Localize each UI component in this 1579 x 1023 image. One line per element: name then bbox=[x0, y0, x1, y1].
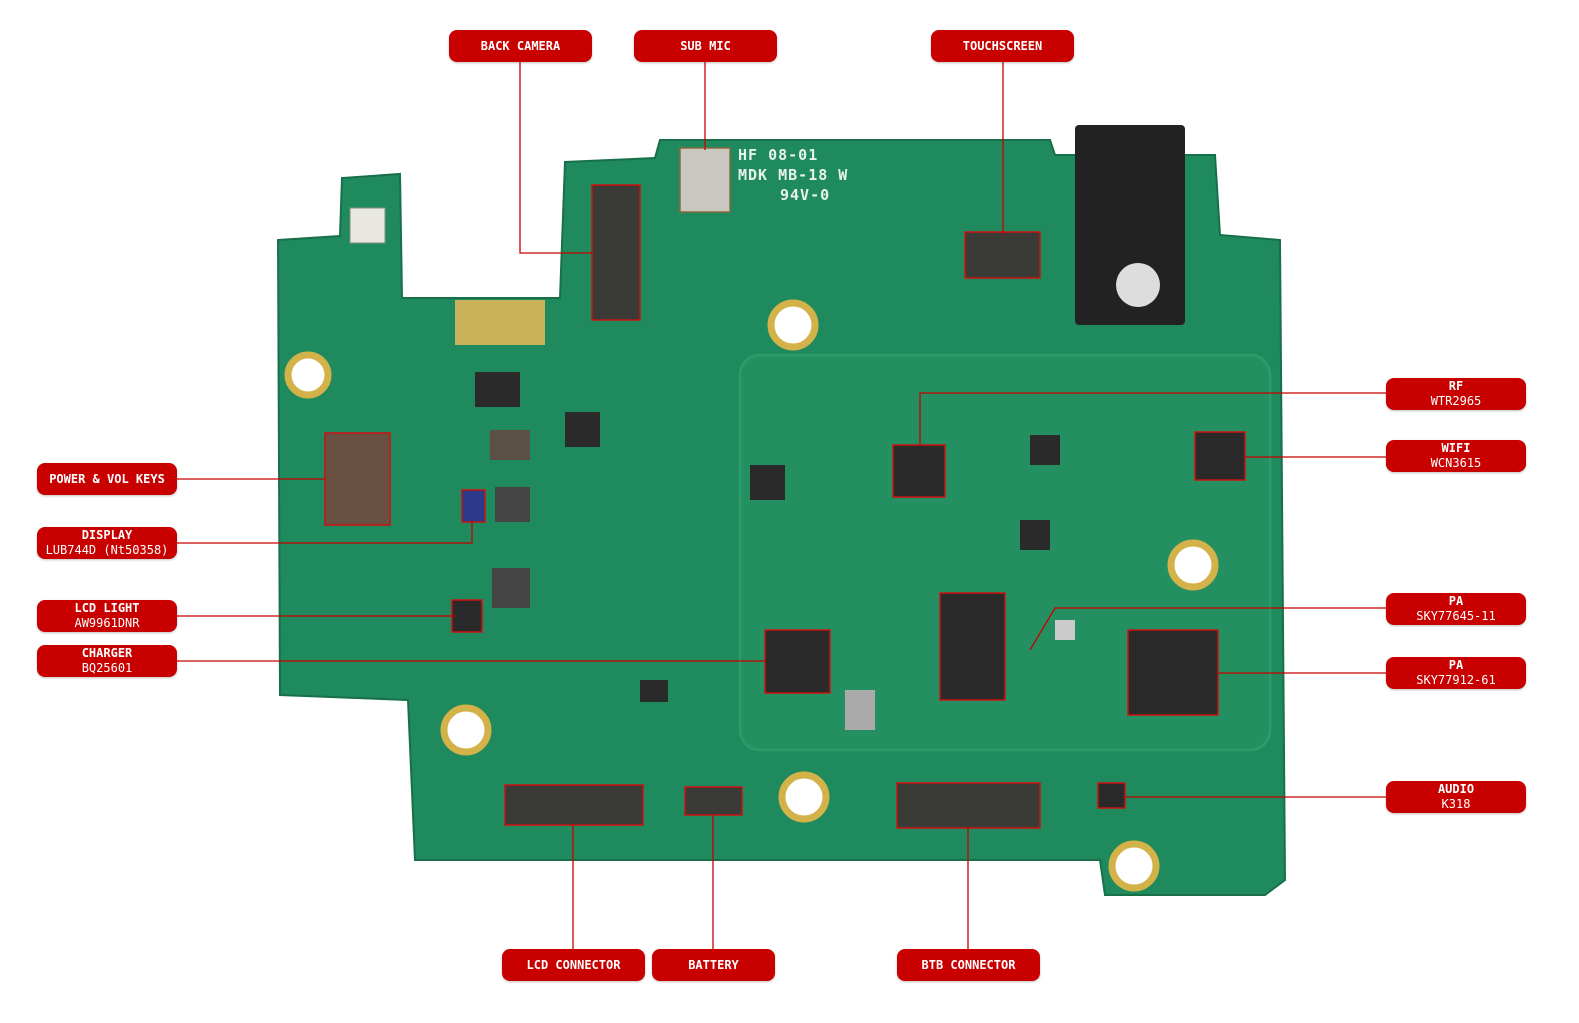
label-part: WCN3615 bbox=[1430, 456, 1482, 470]
btb-connector bbox=[896, 782, 1041, 829]
label-part: WTR2965 bbox=[1430, 394, 1482, 408]
rf-chip bbox=[892, 444, 946, 498]
label-part: SKY77912-61 bbox=[1416, 673, 1496, 687]
label-title: RF bbox=[1448, 379, 1464, 393]
silkscreen-line: 94V-0 bbox=[780, 186, 831, 204]
sub-mic bbox=[679, 147, 731, 213]
label-title: TOUCHSCREEN bbox=[962, 38, 1043, 53]
flash-led bbox=[349, 207, 386, 244]
lcd-light-chip bbox=[451, 599, 483, 633]
label-title: BACK CAMERA bbox=[480, 38, 561, 53]
gold-pad bbox=[455, 300, 545, 345]
board-silkscreen: HF 08-01 MDK MB-18 W 94V-0 bbox=[738, 145, 848, 205]
label-battery: BATTERY bbox=[652, 949, 775, 981]
jack-opening bbox=[1116, 263, 1160, 307]
label-title: LCD LIGHT bbox=[74, 601, 140, 615]
charger-chip bbox=[764, 629, 831, 694]
leader-lines bbox=[177, 62, 1386, 949]
label-touchscreen: TOUCHSCREEN bbox=[931, 30, 1074, 62]
label-back-camera: BACK CAMERA bbox=[449, 30, 592, 62]
power-keys-connector bbox=[324, 432, 391, 526]
battery-connector bbox=[684, 786, 743, 816]
misc-components bbox=[475, 372, 1075, 730]
mounting-holes bbox=[284, 299, 1219, 892]
label-part: BQ25601 bbox=[81, 661, 133, 675]
label-title: WIFI bbox=[1441, 441, 1471, 455]
silkscreen-line: MDK MB-18 W bbox=[738, 166, 849, 184]
label-title: PA bbox=[1448, 658, 1464, 672]
label-btb-connector: BTB CONNECTOR bbox=[897, 949, 1040, 981]
label-part: AW9961DNR bbox=[74, 616, 140, 630]
label-power-vol-keys: POWER & VOL KEYS bbox=[37, 463, 177, 495]
label-title: POWER & VOL KEYS bbox=[49, 471, 165, 486]
label-title: AUDIO bbox=[1437, 782, 1475, 796]
pa1-chip bbox=[939, 592, 1006, 701]
label-title: LCD CONNECTOR bbox=[526, 957, 621, 972]
touchscreen-connector bbox=[964, 231, 1041, 279]
wifi-chip bbox=[1194, 431, 1246, 481]
label-title: BTB CONNECTOR bbox=[921, 957, 1016, 972]
display-chip bbox=[461, 489, 486, 523]
label-title: CHARGER bbox=[81, 646, 133, 660]
audio-chip bbox=[1097, 782, 1126, 809]
label-title: PA bbox=[1448, 594, 1464, 608]
label-lcd-connector: LCD CONNECTOR bbox=[502, 949, 645, 981]
back-camera-connector bbox=[591, 184, 641, 321]
lcd-connector bbox=[504, 784, 644, 826]
label-sub-mic: SUB MIC bbox=[634, 30, 777, 62]
label-title: BATTERY bbox=[688, 957, 739, 972]
label-part: LUB744D (Nt50358) bbox=[45, 543, 169, 557]
highlighted-chips bbox=[324, 147, 1246, 829]
label-part: K318 bbox=[1441, 797, 1471, 811]
silkscreen-line: HF 08-01 bbox=[738, 146, 819, 164]
label-title: SUB MIC bbox=[680, 38, 731, 53]
label-title: DISPLAY bbox=[81, 528, 133, 542]
pa2-chip bbox=[1127, 629, 1219, 716]
label-part: SKY77645-11 bbox=[1416, 609, 1496, 623]
